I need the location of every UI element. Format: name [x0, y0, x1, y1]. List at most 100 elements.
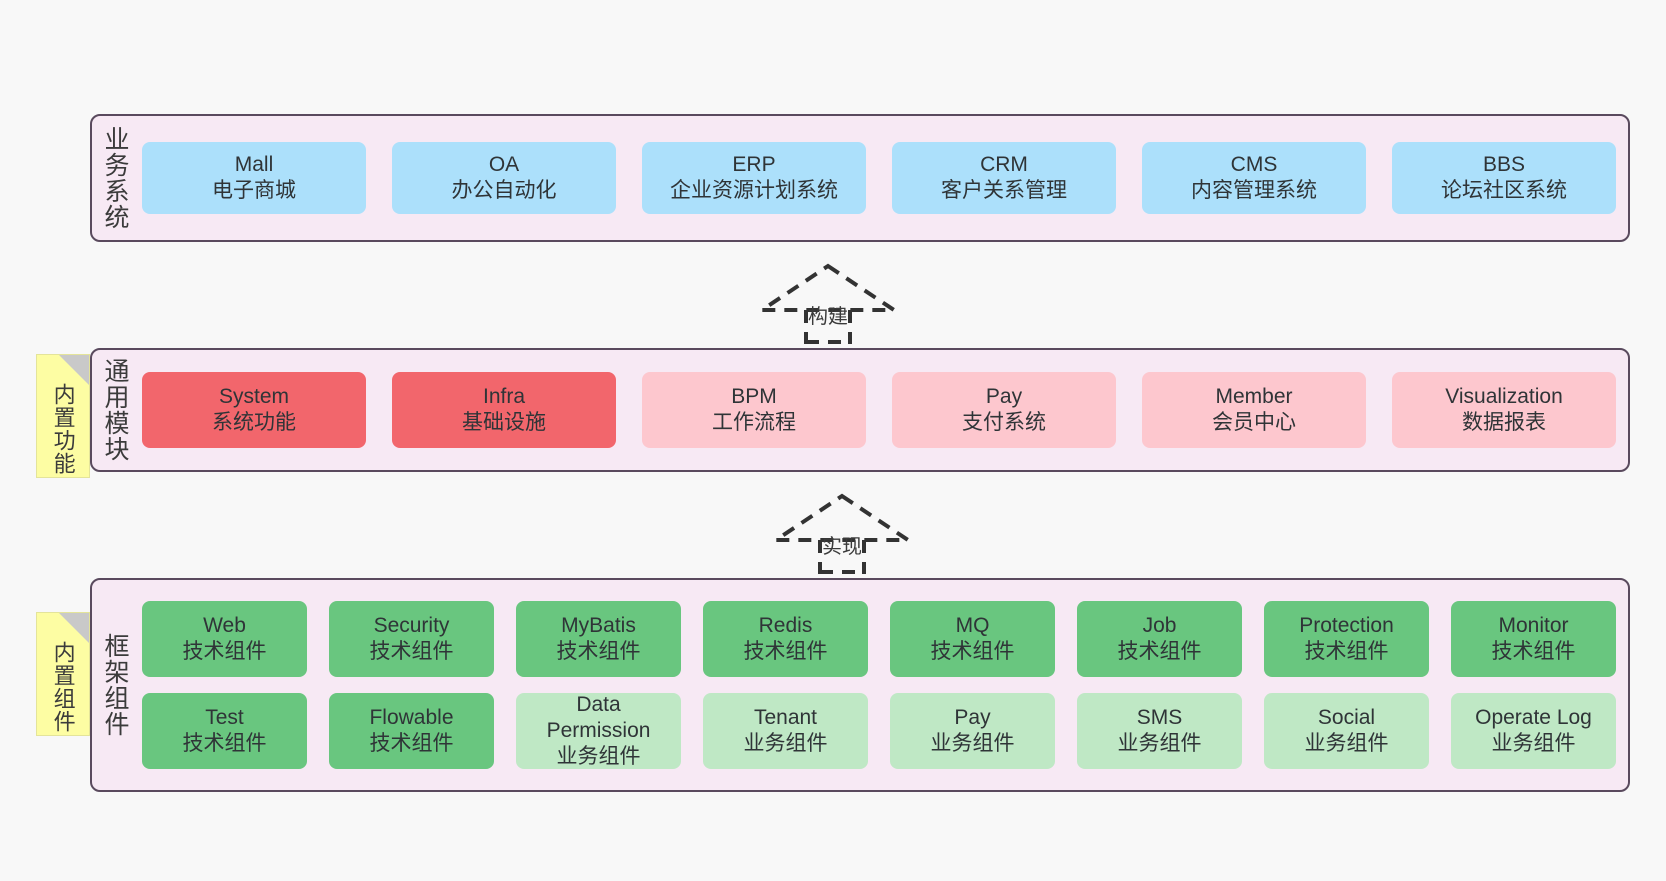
- box-title: Job: [1142, 613, 1177, 637]
- box-row: Web 技术组件 Security 技术组件 MyBatis 技术组件 Redi…: [142, 601, 1616, 677]
- box-title: MyBatis: [561, 613, 636, 637]
- box-subtitle: 技术组件: [556, 640, 641, 663]
- box-monitor[interactable]: Monitor 技术组件: [1451, 601, 1616, 677]
- box-mq[interactable]: MQ 技术组件: [890, 601, 1055, 677]
- box-title: Data Permission: [546, 692, 651, 742]
- connector-label-implement: 实现: [822, 536, 862, 558]
- box-subtitle: 企业资源计划系统: [670, 179, 838, 202]
- box-subtitle: 办公自动化: [451, 179, 557, 202]
- box-title: CRM: [980, 152, 1028, 176]
- box-title: Protection: [1299, 613, 1394, 637]
- box-subtitle: 技术组件: [1304, 640, 1389, 663]
- box-row: System 系统功能 Infra 基础设施 BPM 工作流程 Pay 支付系统…: [142, 372, 1616, 448]
- box-test[interactable]: Test 技术组件: [142, 693, 307, 769]
- box-infra[interactable]: Infra 基础设施: [392, 372, 616, 448]
- box-subtitle: 论坛社区系统: [1441, 179, 1567, 202]
- box-subtitle: 业务组件: [743, 732, 828, 755]
- box-crm[interactable]: CRM 客户关系管理: [892, 142, 1116, 214]
- box-title: Redis: [758, 613, 813, 637]
- box-pay-component[interactable]: Pay 业务组件: [890, 693, 1055, 769]
- box-subtitle: 技术组件: [1491, 640, 1576, 663]
- arrow-head-triangle: [769, 493, 915, 542]
- box-member[interactable]: Member 会员中心: [1142, 372, 1366, 448]
- box-oa[interactable]: OA 办公自动化: [392, 142, 616, 214]
- box-subtitle: 工作流程: [712, 411, 796, 434]
- box-erp[interactable]: ERP 企业资源计划系统: [642, 142, 866, 214]
- box-subtitle: 业务组件: [1491, 732, 1576, 755]
- box-title: ERP: [732, 152, 776, 176]
- sticky-fold-corner-icon: [59, 355, 89, 385]
- sticky-note-builtin-features: 内置功能: [36, 354, 90, 478]
- connector-implement: 实现: [769, 492, 915, 574]
- box-title: OA: [488, 152, 520, 176]
- layer-label-common-modules: 通用模块: [101, 358, 129, 462]
- box-social[interactable]: Social 业务组件: [1264, 693, 1429, 769]
- box-subtitle: 内容管理系统: [1191, 179, 1317, 202]
- layer-label-framework-components: 框架组件: [101, 633, 129, 737]
- box-subtitle: 系统功能: [212, 411, 296, 434]
- box-title: Monitor: [1498, 613, 1569, 637]
- box-subtitle: 电子商城: [212, 179, 296, 202]
- box-redis[interactable]: Redis 技术组件: [703, 601, 868, 677]
- box-subtitle: 业务组件: [1117, 732, 1202, 755]
- box-title: BPM: [731, 384, 777, 408]
- box-system[interactable]: System 系统功能: [142, 372, 366, 448]
- box-title: Flowable: [369, 705, 454, 729]
- box-title: Web: [203, 613, 246, 637]
- box-title: SMS: [1136, 705, 1183, 729]
- connector-build: 构建: [755, 262, 901, 344]
- sticky-fold-corner-icon: [59, 613, 89, 643]
- box-subtitle: 技术组件: [1117, 640, 1202, 663]
- box-title: MQ: [955, 613, 990, 637]
- box-title: Member: [1215, 384, 1293, 408]
- box-subtitle: 技术组件: [369, 732, 454, 755]
- box-title: Visualization: [1445, 384, 1563, 408]
- box-cms[interactable]: CMS 内容管理系统: [1142, 142, 1366, 214]
- box-row: Test 技术组件 Flowable 技术组件 Data Permission …: [142, 693, 1616, 769]
- box-protection[interactable]: Protection 技术组件: [1264, 601, 1429, 677]
- box-visualization[interactable]: Visualization 数据报表: [1392, 372, 1616, 448]
- box-operate-log[interactable]: Operate Log 业务组件: [1451, 693, 1616, 769]
- box-title: System: [218, 384, 289, 408]
- sticky-note-text: 内置功能: [50, 383, 76, 475]
- box-subtitle: 技术组件: [182, 640, 267, 663]
- box-mall[interactable]: Mall 电子商城: [142, 142, 366, 214]
- box-subtitle: 业务组件: [930, 732, 1015, 755]
- sticky-note-builtin-components: 内置组件: [36, 612, 90, 736]
- box-bbs[interactable]: BBS 论坛社区系统: [1392, 142, 1616, 214]
- box-title: Security: [373, 613, 450, 637]
- box-mybatis[interactable]: MyBatis 技术组件: [516, 601, 681, 677]
- arrow-shaft: [818, 540, 866, 574]
- box-subtitle: 数据报表: [1462, 411, 1546, 434]
- layer-body-business-systems: Mall 电子商城 OA 办公自动化 ERP 企业资源计划系统 CRM 客户关系…: [138, 116, 1628, 240]
- box-pay[interactable]: Pay 支付系统: [892, 372, 1116, 448]
- box-web[interactable]: Web 技术组件: [142, 601, 307, 677]
- box-security[interactable]: Security 技术组件: [329, 601, 494, 677]
- box-row: Mall 电子商城 OA 办公自动化 ERP 企业资源计划系统 CRM 客户关系…: [142, 142, 1616, 214]
- layer-label-business-systems: 业务系统: [101, 126, 129, 230]
- box-title: Operate Log: [1475, 705, 1592, 729]
- layer-framework-components: 框架组件 Web 技术组件 Security 技术组件 MyBatis 技术组件…: [90, 578, 1630, 792]
- box-sms[interactable]: SMS 业务组件: [1077, 693, 1242, 769]
- box-subtitle: 基础设施: [462, 411, 546, 434]
- box-flowable[interactable]: Flowable 技术组件: [329, 693, 494, 769]
- box-title: BBS: [1482, 152, 1526, 176]
- box-subtitle: 会员中心: [1212, 411, 1296, 434]
- arrow-head-triangle: [755, 263, 901, 312]
- box-title: Pay: [985, 384, 1023, 408]
- box-title: Pay: [954, 705, 991, 729]
- box-tenant[interactable]: Tenant 业务组件: [703, 693, 868, 769]
- layer-body-framework-components: Web 技术组件 Security 技术组件 MyBatis 技术组件 Redi…: [138, 580, 1628, 790]
- box-bpm[interactable]: BPM 工作流程: [642, 372, 866, 448]
- box-job[interactable]: Job 技术组件: [1077, 601, 1242, 677]
- connector-label-build: 构建: [808, 306, 848, 328]
- box-title: Mall: [234, 152, 274, 176]
- box-subtitle: 支付系统: [962, 411, 1046, 434]
- box-title: Tenant: [753, 705, 818, 729]
- box-subtitle: 技术组件: [182, 732, 267, 755]
- layer-business-systems: 业务系统 Mall 电子商城 OA 办公自动化 ERP 企业资源计划系统 CRM…: [90, 114, 1630, 242]
- box-subtitle: 客户关系管理: [941, 179, 1067, 202]
- box-data-permission[interactable]: Data Permission 业务组件: [516, 693, 681, 769]
- box-title: CMS: [1230, 152, 1278, 176]
